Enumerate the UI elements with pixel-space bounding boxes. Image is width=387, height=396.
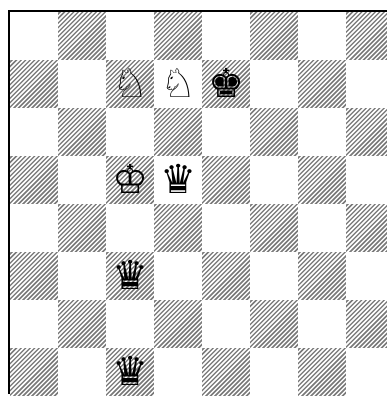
- square-b7[interactable]: [58, 60, 106, 108]
- square-c5[interactable]: ♔: [106, 156, 154, 204]
- square-c8[interactable]: [106, 12, 154, 60]
- square-a6[interactable]: [10, 108, 58, 156]
- square-h1[interactable]: [346, 348, 387, 396]
- square-c4[interactable]: [106, 204, 154, 252]
- square-b5[interactable]: [58, 156, 106, 204]
- black-queen-icon[interactable]: ♛: [106, 348, 154, 396]
- square-f4[interactable]: [250, 204, 298, 252]
- square-g4[interactable]: [298, 204, 346, 252]
- square-b4[interactable]: [58, 204, 106, 252]
- black-king-icon[interactable]: ♚: [202, 60, 250, 108]
- square-d6[interactable]: [154, 108, 202, 156]
- square-f1[interactable]: [250, 348, 298, 396]
- square-b8[interactable]: [58, 12, 106, 60]
- square-a8[interactable]: [10, 12, 58, 60]
- square-g2[interactable]: [298, 300, 346, 348]
- square-e1[interactable]: [202, 348, 250, 396]
- square-a5[interactable]: [10, 156, 58, 204]
- square-d8[interactable]: [154, 12, 202, 60]
- square-g5[interactable]: [298, 156, 346, 204]
- square-c7[interactable]: ♘: [106, 60, 154, 108]
- square-b3[interactable]: [58, 252, 106, 300]
- black-queen-icon[interactable]: ♛: [106, 252, 154, 300]
- square-b2[interactable]: [58, 300, 106, 348]
- square-c6[interactable]: [106, 108, 154, 156]
- square-a4[interactable]: [10, 204, 58, 252]
- square-a2[interactable]: [10, 300, 58, 348]
- square-d2[interactable]: [154, 300, 202, 348]
- square-b6[interactable]: [58, 108, 106, 156]
- white-knight-icon[interactable]: ♘: [154, 60, 202, 108]
- square-e6[interactable]: [202, 108, 250, 156]
- square-f8[interactable]: [250, 12, 298, 60]
- square-d1[interactable]: [154, 348, 202, 396]
- chessboard: ♘♘♚♔♛♛♛: [8, 10, 387, 394]
- square-c3[interactable]: ♛: [106, 252, 154, 300]
- square-e3[interactable]: [202, 252, 250, 300]
- square-g6[interactable]: [298, 108, 346, 156]
- square-e5[interactable]: [202, 156, 250, 204]
- square-h4[interactable]: [346, 204, 387, 252]
- square-c1[interactable]: ♛: [106, 348, 154, 396]
- black-queen-icon[interactable]: ♛: [154, 156, 202, 204]
- square-h7[interactable]: [346, 60, 387, 108]
- square-a3[interactable]: [10, 252, 58, 300]
- square-f3[interactable]: [250, 252, 298, 300]
- square-d3[interactable]: [154, 252, 202, 300]
- square-g3[interactable]: [298, 252, 346, 300]
- square-g1[interactable]: [298, 348, 346, 396]
- square-f6[interactable]: [250, 108, 298, 156]
- square-d5[interactable]: ♛: [154, 156, 202, 204]
- square-f7[interactable]: [250, 60, 298, 108]
- square-c2[interactable]: [106, 300, 154, 348]
- square-e4[interactable]: [202, 204, 250, 252]
- square-h2[interactable]: [346, 300, 387, 348]
- square-g7[interactable]: [298, 60, 346, 108]
- square-e2[interactable]: [202, 300, 250, 348]
- white-knight-icon[interactable]: ♘: [106, 60, 154, 108]
- square-e7[interactable]: ♚: [202, 60, 250, 108]
- square-g8[interactable]: [298, 12, 346, 60]
- square-d7[interactable]: ♘: [154, 60, 202, 108]
- square-b1[interactable]: [58, 348, 106, 396]
- square-a7[interactable]: [10, 60, 58, 108]
- square-f5[interactable]: [250, 156, 298, 204]
- square-h6[interactable]: [346, 108, 387, 156]
- square-h5[interactable]: [346, 156, 387, 204]
- white-king-icon[interactable]: ♔: [106, 156, 154, 204]
- square-h8[interactable]: [346, 12, 387, 60]
- square-e8[interactable]: [202, 12, 250, 60]
- square-d4[interactable]: [154, 204, 202, 252]
- square-h3[interactable]: [346, 252, 387, 300]
- square-f2[interactable]: [250, 300, 298, 348]
- square-a1[interactable]: [10, 348, 58, 396]
